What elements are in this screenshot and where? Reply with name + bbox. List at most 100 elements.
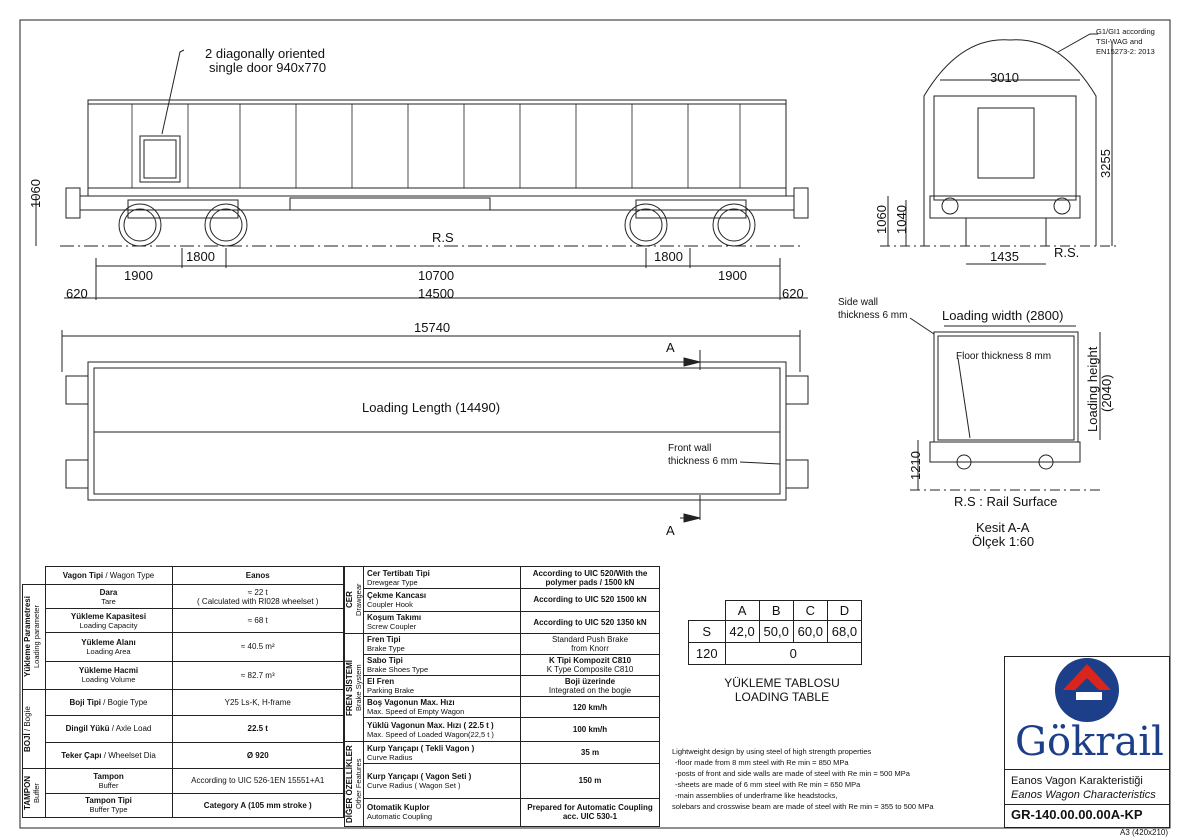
gauge-note-line3: EN15273-2: 2013	[1096, 47, 1155, 56]
curve-radius-value: 35 m	[520, 740, 660, 765]
tare-value: ≈ 22 t( Calculated with RI028 wheelset )	[171, 583, 344, 610]
brand-name: Gökrail	[1015, 719, 1164, 765]
title-en: Eanos Wagon Characteristics	[1011, 789, 1156, 801]
bogie-type-value: Y25 Ls-K, H-frame	[171, 688, 344, 717]
gokrail-logo-mark	[1055, 658, 1119, 722]
spec-table-left: Vagon Tipi / Wagon Type Eanos Yükleme Pa…	[22, 566, 344, 818]
dim-1800-left: 1800	[186, 249, 215, 264]
coupler-hook-value: According to UIC 520 1500 kN	[520, 588, 660, 612]
loading-cell: 60,0	[792, 620, 828, 643]
material-notes: Lightweight design by using steel of hig…	[672, 746, 934, 812]
buffer-type-value: Category A (105 mm stroke )	[171, 792, 344, 818]
loading-height-line1: Loading height	[1085, 346, 1100, 432]
loading-table: A B C D S 42,0 50,0 60,0 68,0 120 0	[688, 600, 863, 665]
section-title: Kesit A-A	[976, 520, 1030, 535]
dim-3255: 3255	[1098, 149, 1113, 178]
door-note-line1: 2 diagonally oriented	[205, 46, 325, 61]
loaded-speed-label: Yüklü Vagonun Max. Hızı ( 22.5 t )Max. S…	[363, 717, 521, 742]
screw-coupler-value: According to UIC 520 1350 kN	[520, 610, 660, 635]
curve-radius-set-label: Kurp Yarıçapı ( Vagon Seti )Curve Radius…	[363, 763, 521, 799]
area-value: ≈ 40.5 m²	[171, 632, 344, 662]
loading-title-en: LOADING TABLE	[734, 690, 830, 704]
drawing-code: GR-140.00.00.00A-KP	[1011, 807, 1143, 822]
side-wall-note-line1: Side wall	[838, 297, 879, 308]
note-line: -sheets are made of 6 mm steel with Re m…	[675, 780, 861, 789]
gauge-note-line1: G1/GI1 according	[1096, 27, 1155, 36]
door-note: 2 diagonally oriented single door 940x77…	[205, 47, 326, 75]
loading-table-title: YÜKLEME TABLOSU LOADING TABLE	[712, 676, 852, 704]
dim-3010: 3010	[990, 70, 1019, 85]
dim-620-left: 620	[66, 286, 88, 301]
side-wall-note: Side wall thickness 6 mm	[838, 296, 907, 322]
note-line: Lightweight design by using steel of hig…	[672, 747, 872, 756]
empty-speed-value: 120 km/h	[520, 696, 660, 718]
drawing-frame	[19, 19, 1171, 829]
rs-label-end: R.S.	[1054, 245, 1080, 260]
section-view	[909, 317, 1101, 491]
loading-cell: 50,0	[758, 620, 794, 643]
side-view	[35, 49, 809, 300]
dim-14500: 14500	[418, 286, 455, 301]
dim-1040-end: 1040	[894, 205, 909, 234]
front-wall-note-line1: Front wall	[668, 443, 712, 454]
dim-15740: 15740	[414, 320, 451, 335]
wheel-dia-label: Teker Çapı / Wheelset Dia	[44, 741, 173, 770]
note-line: -main assemblies of underframe like head…	[675, 791, 838, 800]
note-line: -floor made from 8 mm steel with Re min …	[675, 758, 849, 767]
auto-coupling-value: Prepared for Automatic Coupling acc. UIC…	[520, 797, 660, 828]
dim-620-right: 620	[782, 286, 804, 301]
dim-10700: 10700	[418, 268, 455, 283]
loading-row-s-label: S	[688, 620, 726, 643]
loading-length-label: Loading Length (14490)	[362, 400, 501, 415]
loading-col-d: D	[826, 600, 863, 621]
loading-height-line2: (2040)	[1099, 374, 1114, 412]
section-marker-top: A	[666, 340, 675, 355]
front-wall-note-line2: thickness 6 mm	[668, 456, 738, 467]
loaded-speed-value: 100 km/h	[520, 717, 660, 742]
title-block: Gökrail Eanos Vagon Karakteristiği Eanos…	[1004, 656, 1170, 828]
top-view	[61, 330, 809, 523]
loading-col-b: B	[758, 600, 794, 621]
axle-load-label: Dingil Yükü / Axle Load	[44, 715, 173, 743]
wagon-type-value: Eanos	[171, 566, 344, 585]
curve-radius-label: Kurp Yarıçapı ( Tekli Vagon )Curve Radiu…	[363, 740, 521, 765]
section-marker-bottom: A	[666, 523, 675, 538]
loading-col-c: C	[792, 600, 828, 621]
dim-1435: 1435	[990, 249, 1019, 264]
wagon-type-label: Vagon Tipi / Wagon Type	[44, 566, 173, 585]
loading-cell: 42,0	[724, 620, 760, 643]
title-tr: Eanos Vagon Karakteristiği	[1011, 775, 1143, 787]
front-wall-note: Front wall thickness 6 mm	[668, 442, 737, 468]
bogie-type-label: Boji Tipi / Bogie Type	[44, 688, 173, 717]
loading-width-label: Loading width (2800)	[942, 308, 1064, 323]
capacity-value: ≈ 68 t	[171, 608, 344, 634]
buffer-value: According to UIC 526-1EN 15551+A1	[171, 768, 344, 794]
group-bogie: BOJİ / Bogie	[23, 706, 32, 752]
sheet-size: A3 (420x210)	[1120, 828, 1169, 837]
dim-1210: 1210	[908, 451, 923, 480]
note-line: solebars and crosswise beam are made of …	[672, 802, 934, 811]
loading-col-a: A	[724, 600, 760, 621]
rs-label-side: R.S	[432, 230, 454, 245]
volume-value: ≈ 82.7 m³	[171, 660, 344, 691]
door-note-line2: single door 940x770	[209, 60, 327, 75]
loading-cell: 68,0	[826, 620, 863, 643]
section-scale: Ölçek 1:60	[972, 534, 1035, 549]
